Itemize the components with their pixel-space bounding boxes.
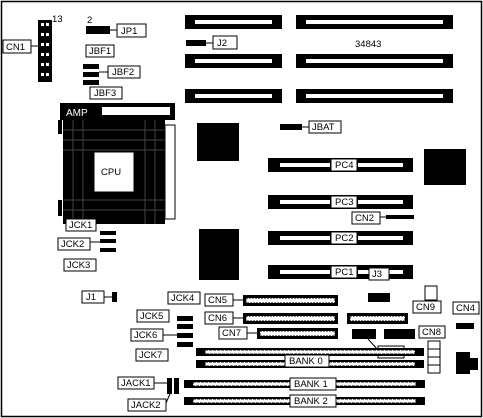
svg-text:J3: J3 (372, 269, 382, 280)
power-connectors (424, 285, 441, 374)
cpu-socket: AMP CPU (58, 103, 176, 224)
cn1-label: CN1 (2, 39, 38, 54)
svg-text:CN4: CN4 (456, 303, 475, 314)
svg-text:JCK4: JCK4 (171, 293, 194, 304)
j3-connector (368, 293, 390, 302)
jck5-label: JCK5 (136, 309, 170, 323)
jck2-label: JCK2 (57, 237, 100, 251)
cn2-connector (386, 215, 414, 219)
jbat-label: JBAT (302, 120, 342, 134)
j2-jumper (186, 40, 206, 46)
svg-text:J2: J2 (217, 38, 227, 49)
svg-text:J1: J1 (86, 292, 96, 303)
jp1-jumper (86, 26, 110, 34)
jck3-label: JCK3 (63, 258, 97, 272)
j2-label: J2 (206, 35, 238, 50)
top-expansion-slots (185, 15, 453, 103)
svg-text:JCK2: JCK2 (61, 239, 84, 250)
jbf3-label: JBF3 (89, 86, 123, 100)
svg-text:CN2: CN2 (355, 213, 374, 224)
svg-text:BANK 1: BANK 1 (294, 379, 328, 390)
jack-jumpers (167, 378, 179, 394)
j1-jumper (112, 292, 117, 302)
svg-text:JCK3: JCK3 (67, 260, 90, 271)
pc3-label: PC3 (330, 195, 358, 209)
pc1-label: PC1 (330, 265, 358, 279)
svg-text:JACK2: JACK2 (131, 400, 161, 411)
jbf1-label: JBF1 (85, 44, 115, 58)
jack2-label: JACK2 (127, 393, 171, 412)
pc4-label: PC4 (330, 158, 358, 172)
chipset-chips (197, 123, 466, 280)
jack1-label: JACK1 (117, 376, 167, 390)
cn8-label: CN8 (418, 325, 446, 339)
svg-text:PC4: PC4 (335, 160, 353, 171)
svg-text:AMP: AMP (66, 108, 88, 119)
cn6-label: CN6 (204, 311, 243, 325)
svg-text:JCK1: JCK1 (69, 220, 92, 231)
svg-text:CN8: CN8 (422, 327, 441, 338)
svg-text:PC2: PC2 (335, 233, 353, 244)
bank2-label: BANK 2 (289, 394, 337, 408)
part-number: 34843 (355, 39, 381, 50)
cn4-label: CN4 (452, 301, 480, 315)
jck4-label: JCK4 (167, 291, 201, 305)
cn3-connector (352, 329, 376, 339)
svg-text:JBF1: JBF1 (89, 46, 111, 57)
cn8-connector (384, 329, 415, 339)
svg-text:JCK6: JCK6 (134, 330, 157, 341)
ide-connectors (243, 295, 338, 339)
svg-text:BANK 0: BANK 0 (289, 356, 323, 367)
jck6-label: JCK6 (130, 328, 177, 342)
cn4-connector (456, 323, 474, 329)
svg-text:CN6: CN6 (208, 313, 227, 324)
j3-label: J3 (368, 267, 390, 281)
jck1-label: JCK1 (65, 218, 97, 232)
svg-text:CN1: CN1 (6, 42, 25, 53)
svg-text:JCK5: JCK5 (140, 311, 163, 322)
svg-text:JACK1: JACK1 (121, 378, 151, 389)
jp1-pin2-label: 2 (87, 15, 92, 26)
cn9-label: CN9 (412, 300, 442, 314)
jbat-jumper (280, 124, 302, 130)
jck4-7-jumpers (177, 316, 193, 347)
jp1-label: JP1 (110, 23, 147, 38)
jbf-jumpers (83, 64, 99, 85)
svg-text:CN5: CN5 (208, 295, 227, 306)
bank1-label: BANK 1 (289, 377, 337, 391)
svg-text:CN9: CN9 (416, 302, 435, 313)
cn2-label: CN2 (351, 211, 386, 225)
svg-text:JBAT: JBAT (312, 122, 335, 133)
cn7-label: CN7 (218, 326, 257, 340)
cn1-connector (38, 20, 52, 82)
jbf2-label: JBF2 (99, 65, 141, 79)
jck7-label: JCK7 (135, 348, 169, 362)
svg-text:PC1: PC1 (335, 267, 353, 278)
jck1-3-jumpers (100, 231, 116, 252)
svg-text:PC3: PC3 (335, 197, 353, 208)
svg-text:BANK 2: BANK 2 (294, 396, 328, 407)
j1-label: J1 (81, 290, 112, 304)
svg-text:CN7: CN7 (222, 328, 241, 339)
cn5-label: CN5 (204, 293, 243, 307)
bank0-label: BANK 0 (284, 354, 330, 368)
cn1-pin13-label: 13 (52, 14, 63, 25)
rear-port (456, 352, 478, 374)
svg-text:JP1: JP1 (121, 26, 137, 37)
svg-text:JCK7: JCK7 (139, 350, 162, 361)
pc2-label: PC2 (330, 231, 358, 245)
svg-text:JBF2: JBF2 (112, 67, 134, 78)
svg-text:JBF3: JBF3 (94, 88, 116, 99)
svg-text:CPU: CPU (101, 167, 121, 178)
